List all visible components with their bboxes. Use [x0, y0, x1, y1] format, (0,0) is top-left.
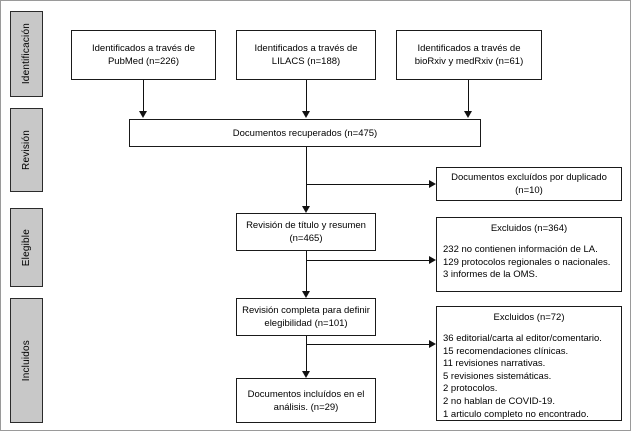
node-excluidos-72-title: Excluidos (n=72) [493, 312, 565, 323]
stage-label-incluidos-text: Incluidos [21, 339, 32, 382]
node-revision-completa-elegibilidad-text: Revisión completa para definir elegibili… [242, 305, 370, 329]
node-revision-titulo-resumen-text: Revisión de título y resumen (n=465) [246, 220, 366, 244]
stage-label-elegible-text: Elegible [21, 228, 32, 267]
node-revision-completa-elegibilidad: Revisión completa para definir elegibili… [236, 298, 376, 336]
connector-to-duplicados [306, 184, 430, 185]
node-source-rxiv-text: Identificados a través de bioRxiv y medR… [414, 43, 524, 67]
node-source-rxiv: Identificados a través de bioRxiv y medR… [396, 30, 542, 80]
stage-label-identificacion: Identificación [10, 11, 43, 97]
node-documentos-excluidos-duplicado: Documentos excluídos por duplicado (n=10… [436, 167, 622, 201]
arrowhead-included [302, 371, 310, 378]
node-documentos-excluidos-duplicado-text: Documentos excluídos por duplicado (n=10… [451, 172, 607, 196]
node-source-pubmed-text: Identificados a través de PubMed (n=226) [92, 43, 195, 67]
connector-rxiv-to-recuperados [468, 80, 469, 112]
stage-label-identificacion-text: Identificación [21, 23, 32, 85]
connector-recuperados-to-screening [306, 147, 307, 208]
arrowhead-eligibility [302, 291, 310, 298]
stage-label-revision-text: Revisión [21, 130, 32, 170]
node-source-lilacs-text: Identificados a través de LILACS (n=188) [254, 43, 358, 67]
arrowhead-excluidos-72 [429, 340, 436, 348]
connector-to-excluidos-364 [306, 260, 430, 261]
connector-lilacs-to-recuperados [306, 80, 307, 112]
node-excluidos-72: Excluidos (n=72) 36 editorial/carta al e… [436, 306, 622, 421]
node-excluidos-364-title: Excluidos (n=364) [490, 223, 568, 234]
connector-pubmed-to-recuperados [143, 80, 144, 112]
node-documentos-recuperados-text: Documentos recuperados (n=475) [232, 127, 378, 139]
node-documentos-incluidos: Documentos incluídos en el análisis. (n=… [236, 378, 376, 423]
node-documentos-incluidos-text: Documentos incluídos en el análisis. (n=… [247, 388, 365, 413]
connector-eligibility-to-included [306, 336, 307, 373]
arrowhead-pubmed [139, 111, 147, 118]
stage-label-elegible: Elegible [10, 208, 43, 287]
arrowhead-excluidos-364 [429, 256, 436, 264]
node-source-pubmed: Identificados a través de PubMed (n=226) [71, 30, 216, 80]
connector-screening-to-eligibility [306, 251, 307, 293]
node-documentos-recuperados: Documentos recuperados (n=475) [129, 119, 481, 147]
node-excluidos-364-reasons: 232 no contienen información de LA. 129 … [443, 244, 611, 281]
node-excluidos-364: Excluidos (n=364) 232 no contienen infor… [436, 217, 622, 292]
stage-label-revision: Revisión [10, 108, 43, 192]
arrowhead-rxiv [464, 111, 472, 118]
stage-label-incluidos: Incluidos [10, 298, 43, 423]
arrowhead-screening [302, 206, 310, 213]
connector-to-excluidos-72 [306, 344, 430, 345]
node-source-lilacs: Identificados a través de LILACS (n=188) [236, 30, 376, 80]
node-excluidos-72-reasons: 36 editorial/carta al editor/comentario.… [443, 333, 602, 420]
arrowhead-lilacs [302, 111, 310, 118]
node-revision-titulo-resumen: Revisión de título y resumen (n=465) [236, 213, 376, 251]
arrowhead-duplicados [429, 180, 436, 188]
